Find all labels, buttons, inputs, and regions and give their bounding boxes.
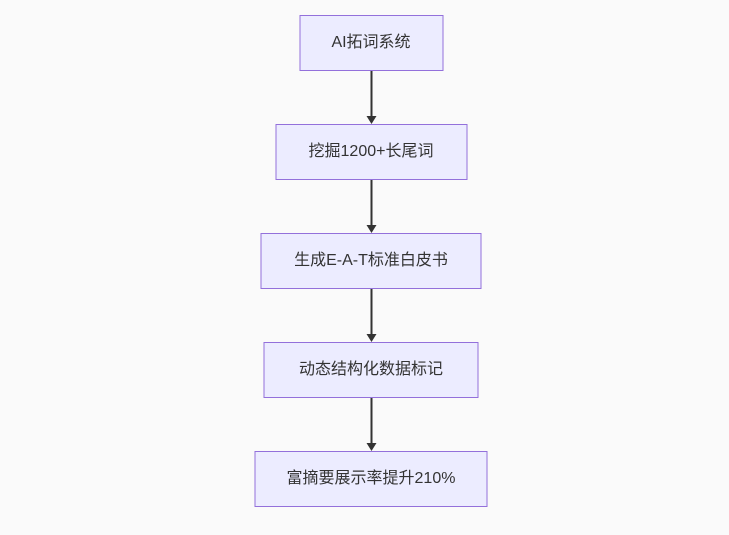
arrow-head-down-icon (366, 443, 376, 451)
flow-node-longtail-mining: 挖掘1200+长尾词 (275, 124, 467, 180)
arrow-head-down-icon (366, 225, 376, 233)
flowchart-column: AI拓词系统 挖掘1200+长尾词 生成E-A-T标准白皮书 动态结构化数据标记 (254, 15, 488, 507)
flow-connector-3 (366, 289, 376, 342)
arrow-head-down-icon (366, 116, 376, 124)
arrow-line (370, 71, 372, 116)
node-label-eat-whitepaper: 生成E-A-T标准白皮书 (294, 252, 448, 269)
node-label-rich-snippet-uplift: 富摘要展示率提升210% (286, 470, 456, 487)
arrow-line (370, 289, 372, 334)
arrow-line (370, 398, 372, 443)
flow-node-structured-data-markup: 动态结构化数据标记 (263, 342, 479, 398)
flow-node-rich-snippet-uplift: 富摘要展示率提升210% (254, 451, 488, 507)
node-label-structured-data-markup: 动态结构化数据标记 (298, 361, 443, 378)
arrow-line (370, 180, 372, 225)
arrow-head-down-icon (366, 334, 376, 342)
node-label-longtail-mining: 挖掘1200+长尾词 (308, 143, 434, 160)
flow-node-ai-keyword-system: AI拓词系统 (299, 15, 443, 71)
flow-connector-4 (366, 398, 376, 451)
flow-connector-2 (366, 180, 376, 233)
flow-connector-1 (366, 71, 376, 124)
flow-node-eat-whitepaper: 生成E-A-T标准白皮书 (260, 233, 482, 289)
node-label-ai-keyword-system: AI拓词系统 (331, 34, 411, 51)
